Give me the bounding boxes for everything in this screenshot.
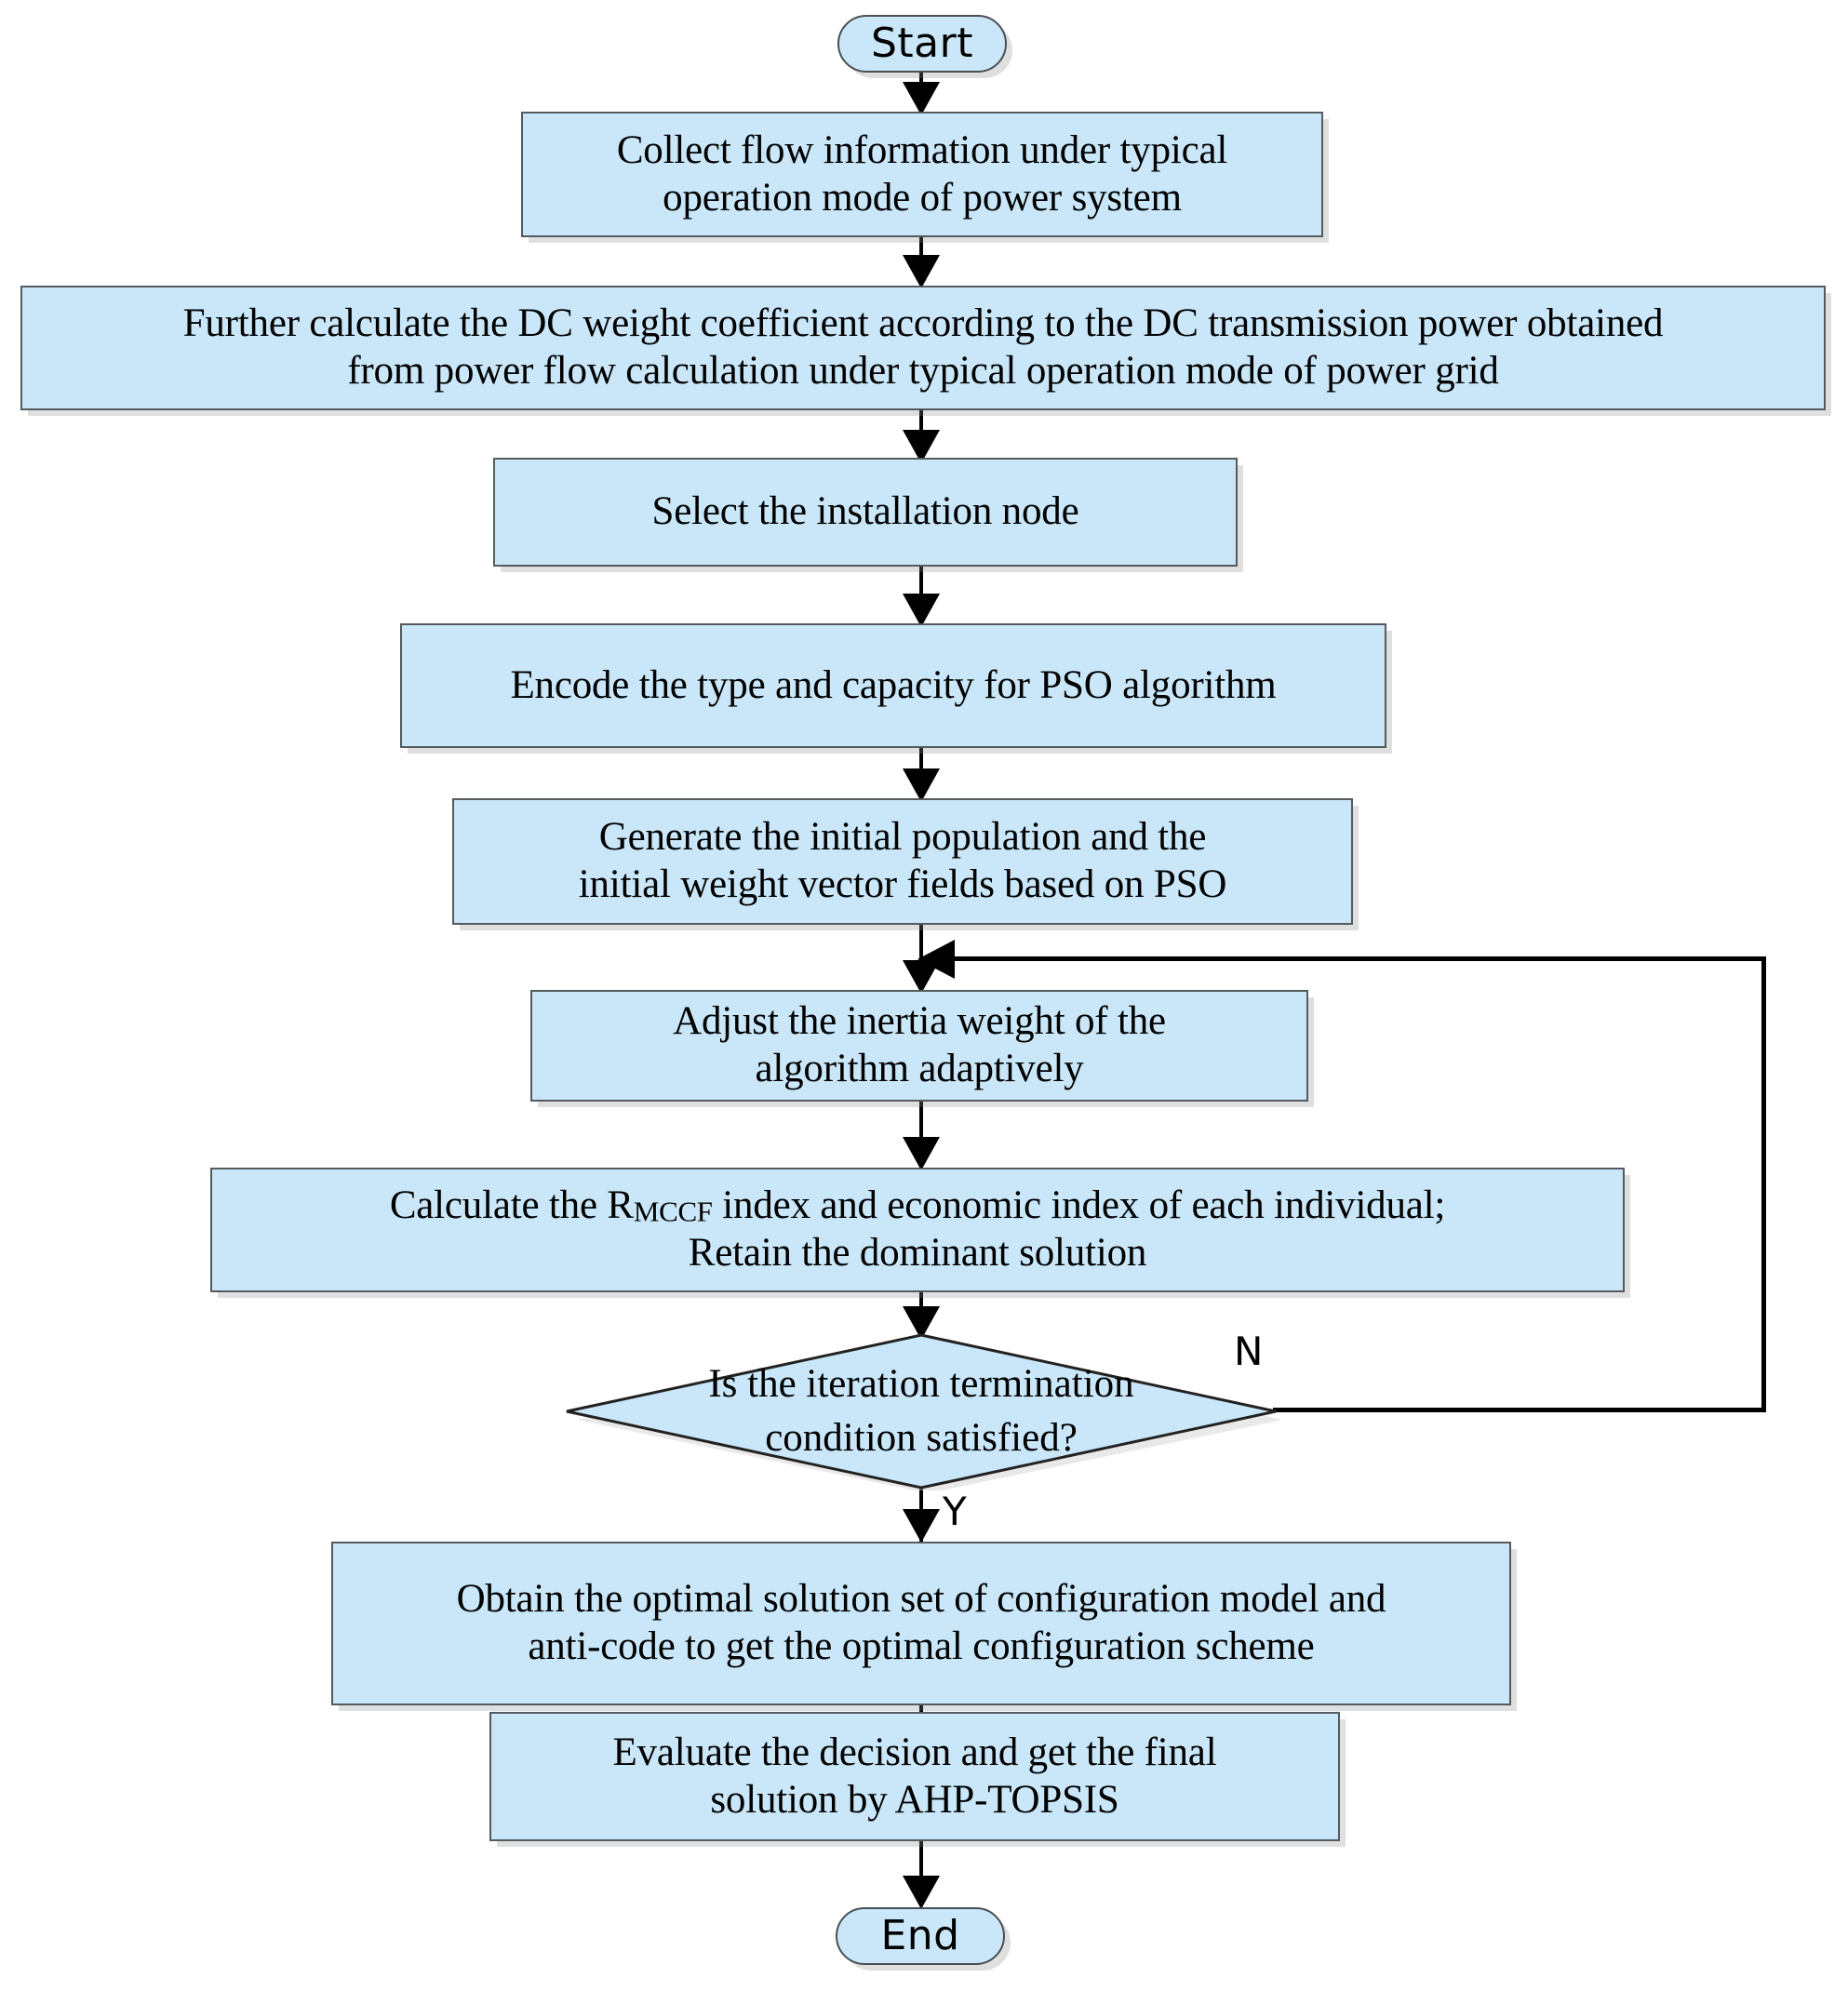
node-collect-flow-information[interactable]: Collect flow information under typical o…: [521, 112, 1323, 237]
node-obtain-optimal-solution-set-label: Obtain the optimal solution set of confi…: [456, 1577, 1386, 1668]
node-collect-flow-information-label: Collect flow information under typical o…: [616, 127, 1228, 220]
arrowhead-encode-to-generate: [903, 768, 940, 802]
connector-no-branch-horizontal-out: [1273, 1408, 1766, 1412]
node-calculate-rmccf-index-prefix: Calculate the R: [389, 1183, 634, 1228]
arrowhead-selectnode-to-encode: [903, 594, 940, 627]
node-adjust-inertia-weight-label: Adjust the inertia weight of the algorit…: [673, 999, 1166, 1090]
arrowhead-collect-to-dcweight: [903, 255, 940, 288]
arrowhead-no-branch-return: [917, 940, 955, 979]
connector-adjust-to-calcindex: [919, 1101, 923, 1170]
connector-no-branch-vertical: [1761, 956, 1766, 1412]
node-calculate-rmccf-index[interactable]: Calculate the RMCCF index and economic i…: [210, 1168, 1625, 1292]
node-select-installation-node-label: Select the installation node: [651, 489, 1079, 534]
node-calculate-rmccf-index-subscript: MCCF: [633, 1195, 713, 1228]
node-calculate-rmccf-index-label: Calculate the RMCCF index and economic i…: [377, 1183, 1458, 1276]
node-start-label: Start: [871, 20, 973, 68]
node-adjust-inertia-weight[interactable]: Adjust the inertia weight of the algorit…: [530, 990, 1308, 1102]
connector-no-branch-horizontal-return: [931, 956, 1766, 961]
arrowhead-adjust-to-calcindex: [903, 1137, 940, 1170]
node-end[interactable]: End: [836, 1907, 1005, 1965]
node-start[interactable]: Start: [837, 15, 1007, 73]
node-encode-type-and-capacity-label: Encode the type and capacity for PSO alg…: [510, 662, 1277, 707]
diamond-shape: [566, 1333, 1279, 1490]
node-calculate-dc-weight-coefficient-label: Further calculate the DC weight coeffici…: [182, 301, 1664, 393]
node-evaluate-decision-ahp-topsis-label: Evaluate the decision and get the final …: [612, 1730, 1217, 1822]
node-generate-initial-population[interactable]: Generate the initial population and the …: [452, 798, 1353, 925]
arrowhead-evaluate-to-end: [903, 1876, 940, 1909]
node-calculate-dc-weight-coefficient[interactable]: Further calculate the DC weight coeffici…: [20, 286, 1826, 410]
connector-evaluate-to-end: [919, 1840, 923, 1902]
node-generate-initial-population-label: Generate the initial population and the …: [578, 815, 1227, 906]
node-select-installation-node[interactable]: Select the installation node: [493, 458, 1238, 567]
node-end-label: End: [880, 1912, 960, 1960]
node-calculate-rmccf-index-suffix: index and economic index of each individ…: [688, 1183, 1446, 1275]
node-obtain-optimal-solution-set[interactable]: Obtain the optimal solution set of confi…: [331, 1542, 1511, 1705]
node-iteration-termination-decision[interactable]: Is the iteration termination condition s…: [563, 1332, 1279, 1490]
node-encode-type-and-capacity[interactable]: Encode the type and capacity for PSO alg…: [400, 623, 1386, 748]
edge-label-no: N: [1234, 1329, 1264, 1374]
arrowhead-decision-to-obtain: [903, 1509, 940, 1543]
edge-label-yes: Y: [943, 1489, 967, 1534]
connector-start-to-collect: [919, 61, 923, 99]
arrowhead-start-to-collect: [903, 82, 940, 115]
node-evaluate-decision-ahp-topsis[interactable]: Evaluate the decision and get the final …: [489, 1712, 1340, 1841]
